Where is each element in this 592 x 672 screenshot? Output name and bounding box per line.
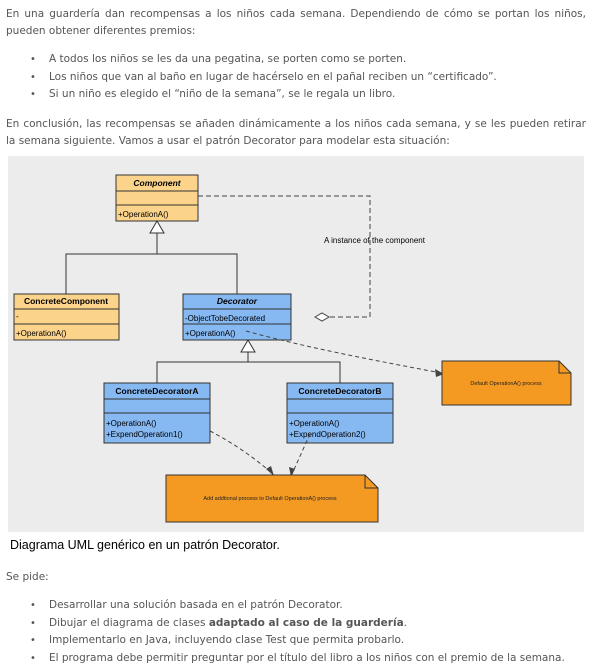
concrete-component-op: +OperationA() (16, 329, 67, 338)
concrete-component-class: ConcreteComponent - +OperationA() (13, 293, 120, 341)
inheritance-to-component (65, 220, 238, 294)
list-item: •Dibujar el diagrama de clases adaptado … (30, 616, 408, 629)
list-item: •Desarrollar una solución basada en el p… (30, 599, 343, 611)
concrete-decorator-a-class: ConcreteDecoratorA +OperationA() +Expend… (103, 382, 211, 444)
decorator-b-name: ConcreteDecoratorB (298, 386, 381, 396)
list-item: •Si un niño es elegido el “niño de la se… (30, 88, 396, 100)
component-class: Component +OperationA() (115, 174, 199, 222)
decorator-a-op1: +OperationA() (106, 419, 157, 428)
diagram-caption: Diagrama UML genérico en un patrón Decor… (10, 538, 280, 552)
list-item: •Implementarlo en Java, incluyendo clase… (30, 634, 405, 646)
component-name: Component (133, 178, 181, 188)
note-additional-process: Add addtional process to Default Operati… (165, 474, 379, 523)
note-bottom-text: Add addtional process to Default Operati… (203, 496, 337, 502)
uml-diagram: Component +OperationA() ConcreteComponen… (8, 156, 584, 532)
list-item: •A todos los niños se les da una pegatin… (30, 53, 407, 65)
concrete-component-name: ConcreteComponent (24, 296, 108, 306)
inheritance-to-decorator (156, 339, 341, 383)
decorator-op: +OperationA() (185, 329, 236, 338)
list-item: •El programa debe permitir preguntar por… (30, 651, 565, 664)
list-item: •Los niños que van al baño en lugar de h… (30, 70, 497, 83)
note-links (209, 330, 442, 475)
se-pide-label: Se pide: (6, 571, 49, 583)
decorator-a-name: ConcreteDecoratorA (115, 386, 198, 396)
decorator-attr: -ObjectTobeDecorated (185, 314, 265, 323)
intro-paragraph: En una guardería dan recompensas a los n… (6, 8, 586, 37)
tasks-list: •Desarrollar una solución basada en el p… (0, 597, 592, 667)
instance-label: A instance of the component (324, 236, 426, 245)
conclusion-paragraph: En conclusión, las recompensas se añaden… (6, 118, 586, 147)
decorator-class: Decorator -ObjectTobeDecorated +Operatio… (182, 293, 292, 341)
note-right-text: Default OperationA() process (470, 381, 541, 387)
note-default-operation: Default OperationA() process (441, 360, 572, 406)
decorator-b-op1: +OperationA() (289, 419, 340, 428)
decorator-name: Decorator (217, 296, 258, 306)
decorator-b-op2: +ExpendOperation2() (289, 430, 366, 439)
rewards-list: •A todos los niños se les da una pegatin… (0, 51, 592, 104)
concrete-component-attr: - (16, 312, 19, 321)
concrete-decorator-b-class: ConcreteDecoratorB +OperationA() +Expend… (286, 382, 394, 444)
decorator-a-op2: +ExpendOperation1() (106, 430, 183, 439)
component-op: +OperationA() (118, 210, 169, 219)
aggregation-link (198, 195, 371, 322)
